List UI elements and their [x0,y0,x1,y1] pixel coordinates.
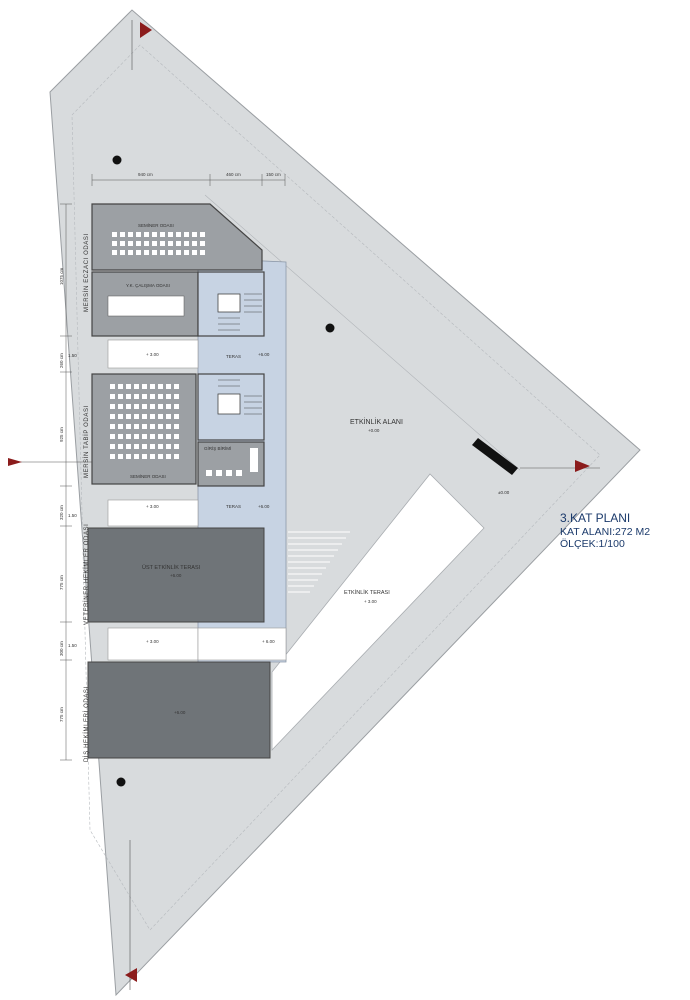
dim-left-320: 320 cm [59,505,64,520]
dim-left-775b: 775 cm [59,707,64,722]
section-marker-bottom [125,968,137,982]
room-etkinlik-terasi: ETKİNLİK TERASI [344,589,390,596]
level-etkinlik-terasi: + 3.00 [364,599,377,604]
level-lower-block: +6.00 [174,710,186,715]
room-ust-etkinlik: ÜST ETKİNLİK TERASI [142,564,201,571]
section-marker-right [575,460,590,472]
wall-element [472,438,518,475]
room-teras-2: TERAS [226,504,241,509]
dim-top-460: 460 cm [226,172,241,177]
room-teras-1: TERAS [226,354,241,359]
dim-small-3: 1.50 [68,643,77,648]
level-teras-2: +6.00 [258,504,270,509]
level-ust-etkinlik: +6.00 [170,573,182,578]
level-teras-1: +6.00 [258,352,270,357]
dim-small-1: 1.50 [68,353,77,358]
etkinlik-terasi-area [271,473,485,751]
label-mersin-tabip: MERSİN TABİP ODASI [83,405,90,478]
lower-dark-block [87,661,271,759]
inner-guide-line [204,194,521,471]
room-seminer-top: SEMİNER ODASI [138,222,174,228]
room-etkinlik-alani: ETKİNLİK ALANI [350,417,403,426]
room-yk-calisma: Y.K. ÇALIŞMA ODASI [126,283,170,288]
elevator-top [217,293,241,313]
terrace-strip-4 [197,627,287,661]
label-veteriner: VETERİNER HEKİMLER ODASI [83,524,90,625]
setback-line [71,44,601,931]
stairs-lines [288,531,350,593]
elevator-bottom [217,393,241,415]
section-marker-left [8,458,22,466]
level-ground-right: ±0.00 [498,490,510,495]
room-giris-birimi: GİRİŞ BİRİMİ [204,445,231,451]
label-dis-hekimleri: DİŞ HEKİMLERİ ODASI [83,686,90,762]
level-terrace-2: + 3.00 [146,504,159,509]
level-terrace-4: + 6.00 [262,639,275,644]
dimension-lines [60,174,286,761]
terrace-strip-2 [107,499,199,527]
dim-left-300: 300 cm [59,641,64,656]
desk-furniture [206,448,258,476]
column-dot [116,777,126,787]
dim-top-150: 150 cm [266,172,281,177]
column-dot [112,155,122,165]
dim-left-260: 260 cm [59,353,64,368]
plan-scale: ÖLÇEK:1/100 [560,537,625,550]
ust-etkinlik-terasi-block [87,527,265,623]
plan-area: KAT ALANI:272 M2 [560,525,651,538]
column-dot [325,323,335,333]
dim-small-2: 1.50 [68,513,77,518]
dim-top-940: 940 cm [138,172,153,177]
dim-left-925: 925 cm [59,427,64,442]
level-terrace-3: + 3.00 [146,639,159,644]
label-mersin-eczaci: MERSİN ECZACI ODASI [83,233,90,312]
seat-grid-top [112,232,205,255]
seat-grid-bottom [110,384,179,459]
stair-treads-bottom [218,379,262,415]
plan-title: 3.KAT PLANI [560,511,631,525]
level-etkinlik-alani: +0.00 [368,428,380,433]
dim-left-775a: 775 cm [59,575,64,590]
meeting-table [107,295,185,317]
level-terrace-1: + 3.00 [146,352,159,357]
plan-info: 3.KAT PLANI KAT ALANI:272 M2 ÖLÇEK:1/100 [560,511,651,550]
stair-treads-top [218,293,262,331]
dim-left-1075: 1075 cm [59,267,64,285]
room-seminer-bottom: SEMİNER ODASI [130,473,166,479]
terrace-strip-3 [107,627,199,661]
terrace-strip-1 [107,339,199,369]
section-marker-top [140,22,152,38]
